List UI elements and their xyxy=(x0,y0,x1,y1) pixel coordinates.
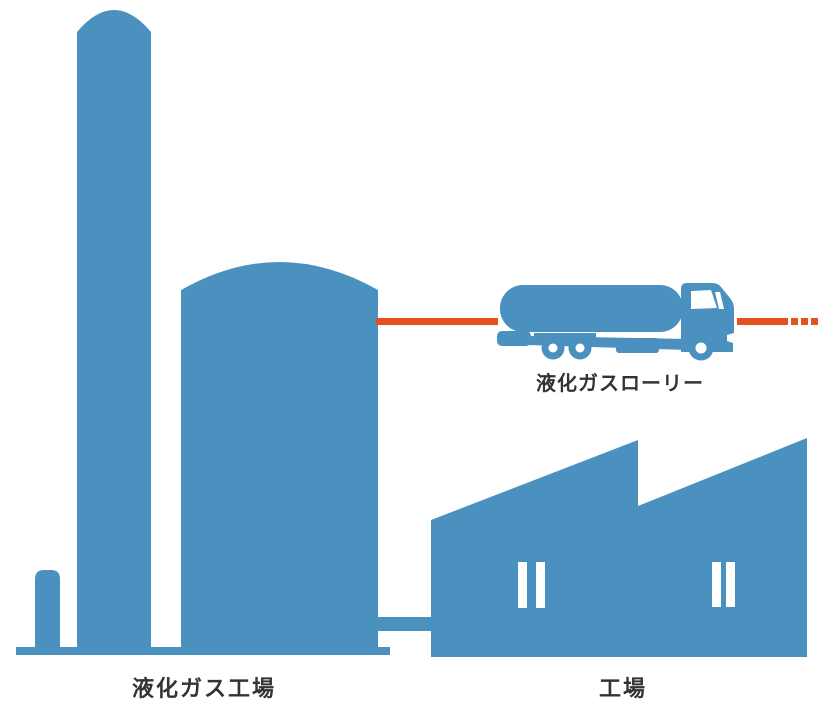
truck-wheel-hub xyxy=(548,343,558,353)
factory-body xyxy=(431,438,807,657)
factory-window xyxy=(536,562,545,608)
factory-window xyxy=(712,562,721,607)
plant-chimney xyxy=(77,10,151,651)
truck-fuel-box xyxy=(616,338,659,353)
plant-ground-base xyxy=(16,647,390,655)
plant-to-factory-pipe xyxy=(365,617,435,631)
truck-side-window xyxy=(715,292,724,309)
plant-small-tank xyxy=(35,570,60,651)
truck-wheel-hub xyxy=(575,343,585,353)
tanker-truck-icon xyxy=(497,283,734,361)
factory-icon xyxy=(431,438,807,657)
truck-windshield xyxy=(691,290,717,309)
flow-line-segment-left xyxy=(376,318,498,325)
truck-rear-pipe xyxy=(497,331,531,346)
truck-wheel-hub xyxy=(695,342,707,354)
flow-line-dash xyxy=(811,318,818,325)
gas-plant-icon xyxy=(16,10,435,655)
factory-window xyxy=(726,562,735,607)
factory-window xyxy=(518,562,527,608)
plant-storage-tank xyxy=(181,262,378,651)
tanker-truck-label: 液化ガスローリー xyxy=(536,373,704,395)
flow-line-segment-right xyxy=(737,318,788,325)
flow-line-dash xyxy=(801,318,808,325)
factory-label: 工場 xyxy=(598,676,648,701)
gas-plant-label: 液化ガス工場 xyxy=(131,676,277,701)
transport-flow-line xyxy=(376,318,818,325)
truck-tank-barrel xyxy=(500,285,683,332)
flow-line-dash xyxy=(791,318,798,325)
truck-fender xyxy=(534,333,596,342)
